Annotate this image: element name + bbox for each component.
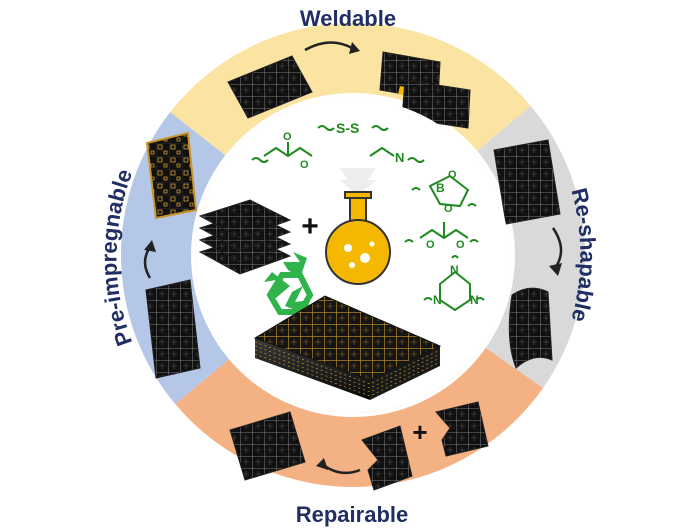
laminate-front [370, 346, 440, 400]
recycle-arrow-1 [283, 252, 307, 278]
wavy-bond [411, 187, 421, 191]
laminate-top [253, 295, 442, 381]
triazinane-ring [439, 270, 471, 312]
weldable-illustration [227, 41, 471, 129]
curved-arrow-icon [304, 41, 353, 52]
bubble [369, 241, 375, 247]
composite-panel [227, 55, 313, 119]
reshapable-illustration [493, 139, 563, 369]
preimpregnable-illustration [143, 131, 201, 379]
imine-n-label: N [395, 150, 404, 165]
arrow-head [316, 458, 328, 470]
ester-o2-label: O [300, 159, 309, 171]
laminate-side [255, 338, 370, 400]
recycle-ring [266, 272, 314, 315]
wavy-bond [407, 157, 425, 163]
wavy-bond [371, 125, 389, 131]
ring-inner-border [191, 93, 515, 417]
boronic-b-label: B [436, 181, 445, 195]
shaped-panel [508, 287, 553, 369]
imine-bond [369, 146, 395, 157]
flat-panel [493, 139, 561, 225]
flask-bulb [325, 219, 391, 285]
ester-o1-label: O [283, 131, 292, 143]
downward-arrow [340, 168, 376, 196]
fabric-layer [198, 199, 292, 239]
dynamic-bonds [251, 125, 485, 312]
laminate-block [253, 295, 442, 400]
label-weldable: Weldable [300, 6, 396, 31]
bubble [344, 244, 352, 252]
wavy-bond [475, 297, 485, 301]
flask-lip [344, 191, 372, 199]
arrow-head [549, 263, 562, 276]
repaired-panel [229, 411, 306, 481]
arrow-head [144, 240, 156, 252]
boronic-ring [428, 174, 470, 208]
prepreg-panel [145, 131, 198, 220]
acetal-o1-label: O [426, 239, 435, 251]
wavy-bond [251, 157, 269, 163]
flask-icon [325, 168, 391, 285]
boronic-o1-label: O [448, 169, 457, 181]
wavy-bond [467, 203, 477, 207]
repairable-illustration: + [229, 401, 489, 491]
wavy-bond [469, 239, 479, 243]
repair-plus-sign: + [412, 417, 427, 447]
acetal-o2-label: O [456, 239, 465, 251]
triazine-n2-label: N [433, 293, 442, 307]
wavy-bond [423, 297, 433, 301]
plus-sign: + [301, 210, 319, 243]
chem-labels: S-S N O O B O O O O N N N [283, 120, 479, 307]
ring-segment-left [120, 112, 232, 405]
disulfide-label: S-S [336, 120, 359, 136]
wavy-bond [451, 255, 459, 259]
boronic-o2-label: O [444, 203, 453, 215]
arrow-head [349, 42, 360, 54]
label-repairable: Repairable [296, 502, 409, 527]
recycle-icon [264, 252, 314, 315]
triazine-n3-label: N [470, 293, 479, 307]
damaged-panel-right [435, 401, 489, 457]
triazine-n1-label: N [450, 263, 459, 277]
cured-panel [145, 279, 201, 379]
damaged-panel-left [361, 425, 413, 491]
bubble [360, 253, 370, 263]
fabric-stack [198, 199, 292, 275]
wavy-bond [404, 239, 414, 243]
wavy-bond [317, 125, 335, 131]
bubble [349, 262, 355, 268]
